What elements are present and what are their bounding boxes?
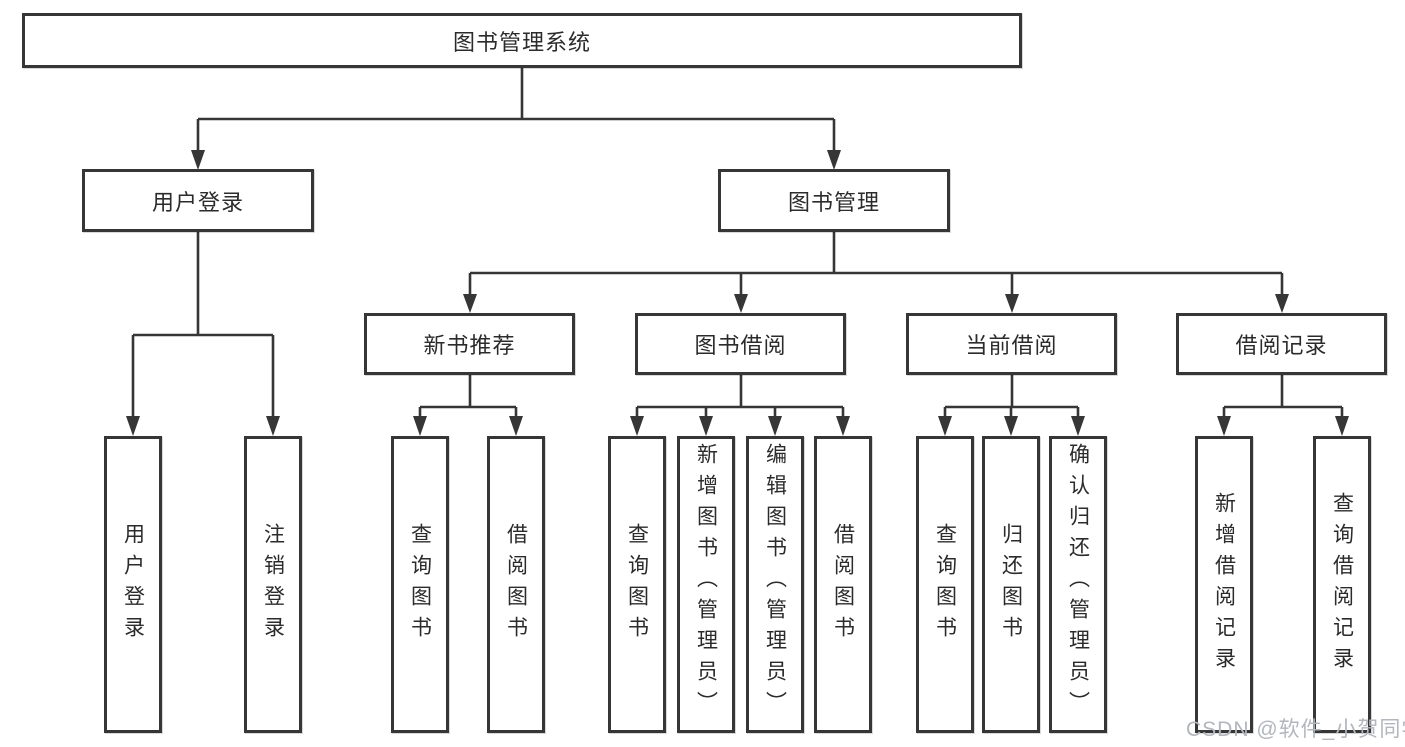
leaf-borrow-add-books-admin: 新增图书（管理员） xyxy=(677,436,735,733)
node-borrow-records-label: 借阅记录 xyxy=(1235,333,1328,358)
leaf-current-return-books-label: 归还图书 xyxy=(999,522,1023,647)
node-current-borrow: 当前借阅 xyxy=(906,313,1117,375)
leaf-current-query-books-label: 查询图书 xyxy=(933,522,957,647)
node-new-book-recommend-label: 新书推荐 xyxy=(423,333,516,358)
leaf-borrow-add-books-admin-label: 新增图书（管理员） xyxy=(694,443,718,722)
leaf-recommend-query-books-label: 查询图书 xyxy=(408,522,432,647)
leaf-current-query-books: 查询图书 xyxy=(916,436,974,733)
leaf-borrow-query-books-label: 查询图书 xyxy=(625,522,649,647)
leaf-recommend-borrow-books-label: 借阅图书 xyxy=(504,522,528,647)
leaf-borrow-edit-books-admin-label: 编辑图书（管理员） xyxy=(763,443,787,722)
watermark: CSDN @软件_小贺同学 xyxy=(1186,718,1405,741)
leaf-user-login: 用户登录 xyxy=(104,436,162,733)
leaf-records-add-record: 新增借阅记录 xyxy=(1195,436,1253,733)
node-current-borrow-label: 当前借阅 xyxy=(965,333,1058,358)
node-root-label: 图书管理系统 xyxy=(452,29,591,55)
node-borrow-records: 借阅记录 xyxy=(1176,313,1387,375)
leaf-user-login-label: 用户登录 xyxy=(121,522,145,647)
leaf-records-query-record-label: 查询借阅记录 xyxy=(1330,491,1354,678)
node-book-management-label: 图书管理 xyxy=(787,189,880,215)
node-book-borrow: 图书借阅 xyxy=(635,313,846,375)
leaf-borrow-borrow-books: 借阅图书 xyxy=(814,436,872,733)
node-book-borrow-label: 图书借阅 xyxy=(694,333,787,358)
leaf-records-add-record-label: 新增借阅记录 xyxy=(1212,491,1236,678)
leaf-records-query-record: 查询借阅记录 xyxy=(1313,436,1371,733)
leaf-current-confirm-return-admin: 确认归还（管理员） xyxy=(1049,436,1107,733)
leaf-recommend-borrow-books: 借阅图书 xyxy=(487,436,545,733)
leaf-borrow-query-books: 查询图书 xyxy=(608,436,666,733)
node-user-login-label: 用户登录 xyxy=(151,189,244,215)
leaf-borrow-edit-books-admin: 编辑图书（管理员） xyxy=(746,436,804,733)
leaf-current-confirm-return-admin-label: 确认归还（管理员） xyxy=(1066,443,1090,722)
node-book-management: 图书管理 xyxy=(718,169,950,232)
leaf-borrow-borrow-books-label: 借阅图书 xyxy=(831,522,855,647)
node-user-login: 用户登录 xyxy=(82,169,314,232)
leaf-current-return-books: 归还图书 xyxy=(982,436,1040,733)
leaf-logout-label: 注销登录 xyxy=(261,522,285,647)
leaf-logout: 注销登录 xyxy=(244,436,302,733)
node-new-book-recommend: 新书推荐 xyxy=(364,313,575,375)
node-root: 图书管理系统 xyxy=(22,13,1022,68)
leaf-recommend-query-books: 查询图书 xyxy=(391,436,449,733)
